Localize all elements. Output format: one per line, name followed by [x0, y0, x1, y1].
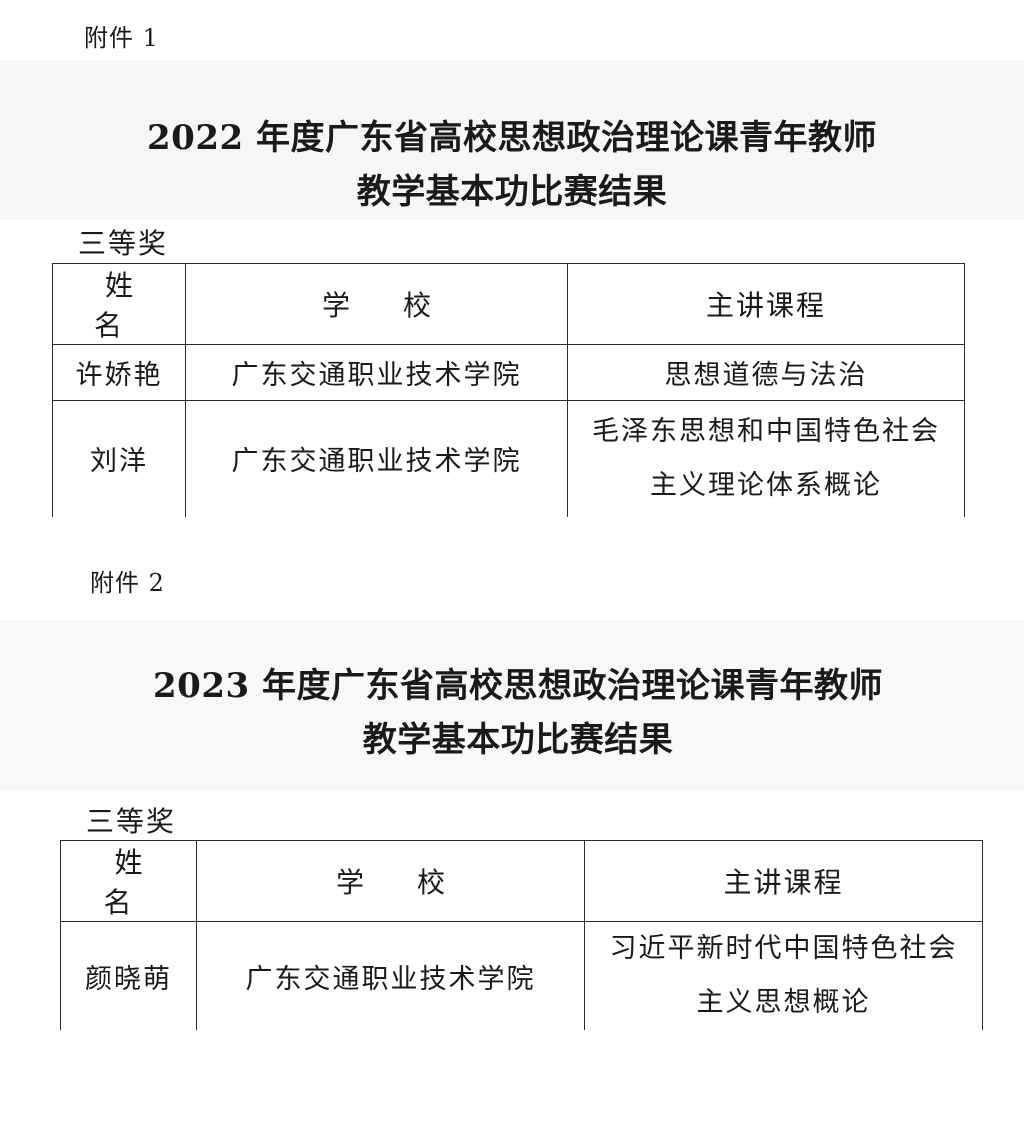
attachment-2-title-line1: 2023 年度广东省高校思想政治理论课青年教师	[153, 666, 883, 706]
attachment-1-label: 附件 1	[84, 24, 159, 52]
cell-name: 许娇艳	[52, 344, 186, 401]
table-header-row: 姓 名 学 校 主讲课程	[60, 840, 983, 922]
course-line-2: 主义思想概论	[696, 987, 871, 1018]
cell-course: 习近平新时代中国特色社会 主义思想概论	[584, 921, 983, 1030]
course-line-2: 主义理论体系概论	[650, 469, 882, 501]
table-row: 刘洋 广东交通职业技术学院 毛泽东思想和中国特色社会 主义理论体系概论	[52, 400, 965, 517]
header-school: 学 校	[185, 263, 568, 345]
cell-school: 广东交通职业技术学院	[185, 400, 568, 517]
attachment-2-result-table: 姓 名 学 校 主讲课程 颜晓萌 广东交通职业技术学院 习近平新时代中国特色社会…	[60, 840, 983, 1030]
course-line-1: 毛泽东思想和中国特色社会	[592, 415, 940, 447]
header-course: 主讲课程	[567, 263, 965, 345]
course-line-1: 习近平新时代中国特色社会	[609, 933, 958, 964]
attachment-1-award-label: 三等奖	[78, 227, 169, 260]
attachment-1-result-table: 姓 名 学 校 主讲课程 许娇艳 广东交通职业技术学院 思想道德与法治 刘洋 广…	[52, 263, 965, 517]
attachment-1-title-line1: 2022 年度广东省高校思想政治理论课青年教师	[147, 118, 877, 158]
attachment-2-award-label: 三等奖	[86, 805, 177, 838]
scan-shading	[0, 60, 1024, 220]
header-course: 主讲课程	[584, 840, 983, 922]
attachment-2-label: 附件 2	[90, 569, 165, 597]
scan-shading	[0, 620, 1024, 790]
header-name: 姓 名	[52, 263, 186, 345]
table-row: 颜晓萌 广东交通职业技术学院 习近平新时代中国特色社会 主义思想概论	[60, 921, 983, 1030]
header-school: 学 校	[196, 840, 585, 922]
cell-course: 思想道德与法治	[567, 344, 965, 401]
attachment-2-title-line2: 教学基本功比赛结果	[362, 720, 674, 760]
attachment-1-title-line2: 教学基本功比赛结果	[356, 172, 668, 212]
header-name: 姓 名	[60, 840, 197, 922]
cell-name: 颜晓萌	[60, 921, 197, 1030]
cell-course: 毛泽东思想和中国特色社会 主义理论体系概论	[567, 400, 965, 517]
cell-school: 广东交通职业技术学院	[185, 344, 568, 401]
table-header-row: 姓 名 学 校 主讲课程	[52, 263, 965, 345]
cell-school: 广东交通职业技术学院	[196, 921, 585, 1030]
cell-name: 刘洋	[52, 400, 186, 517]
table-row: 许娇艳 广东交通职业技术学院 思想道德与法治	[52, 344, 965, 401]
